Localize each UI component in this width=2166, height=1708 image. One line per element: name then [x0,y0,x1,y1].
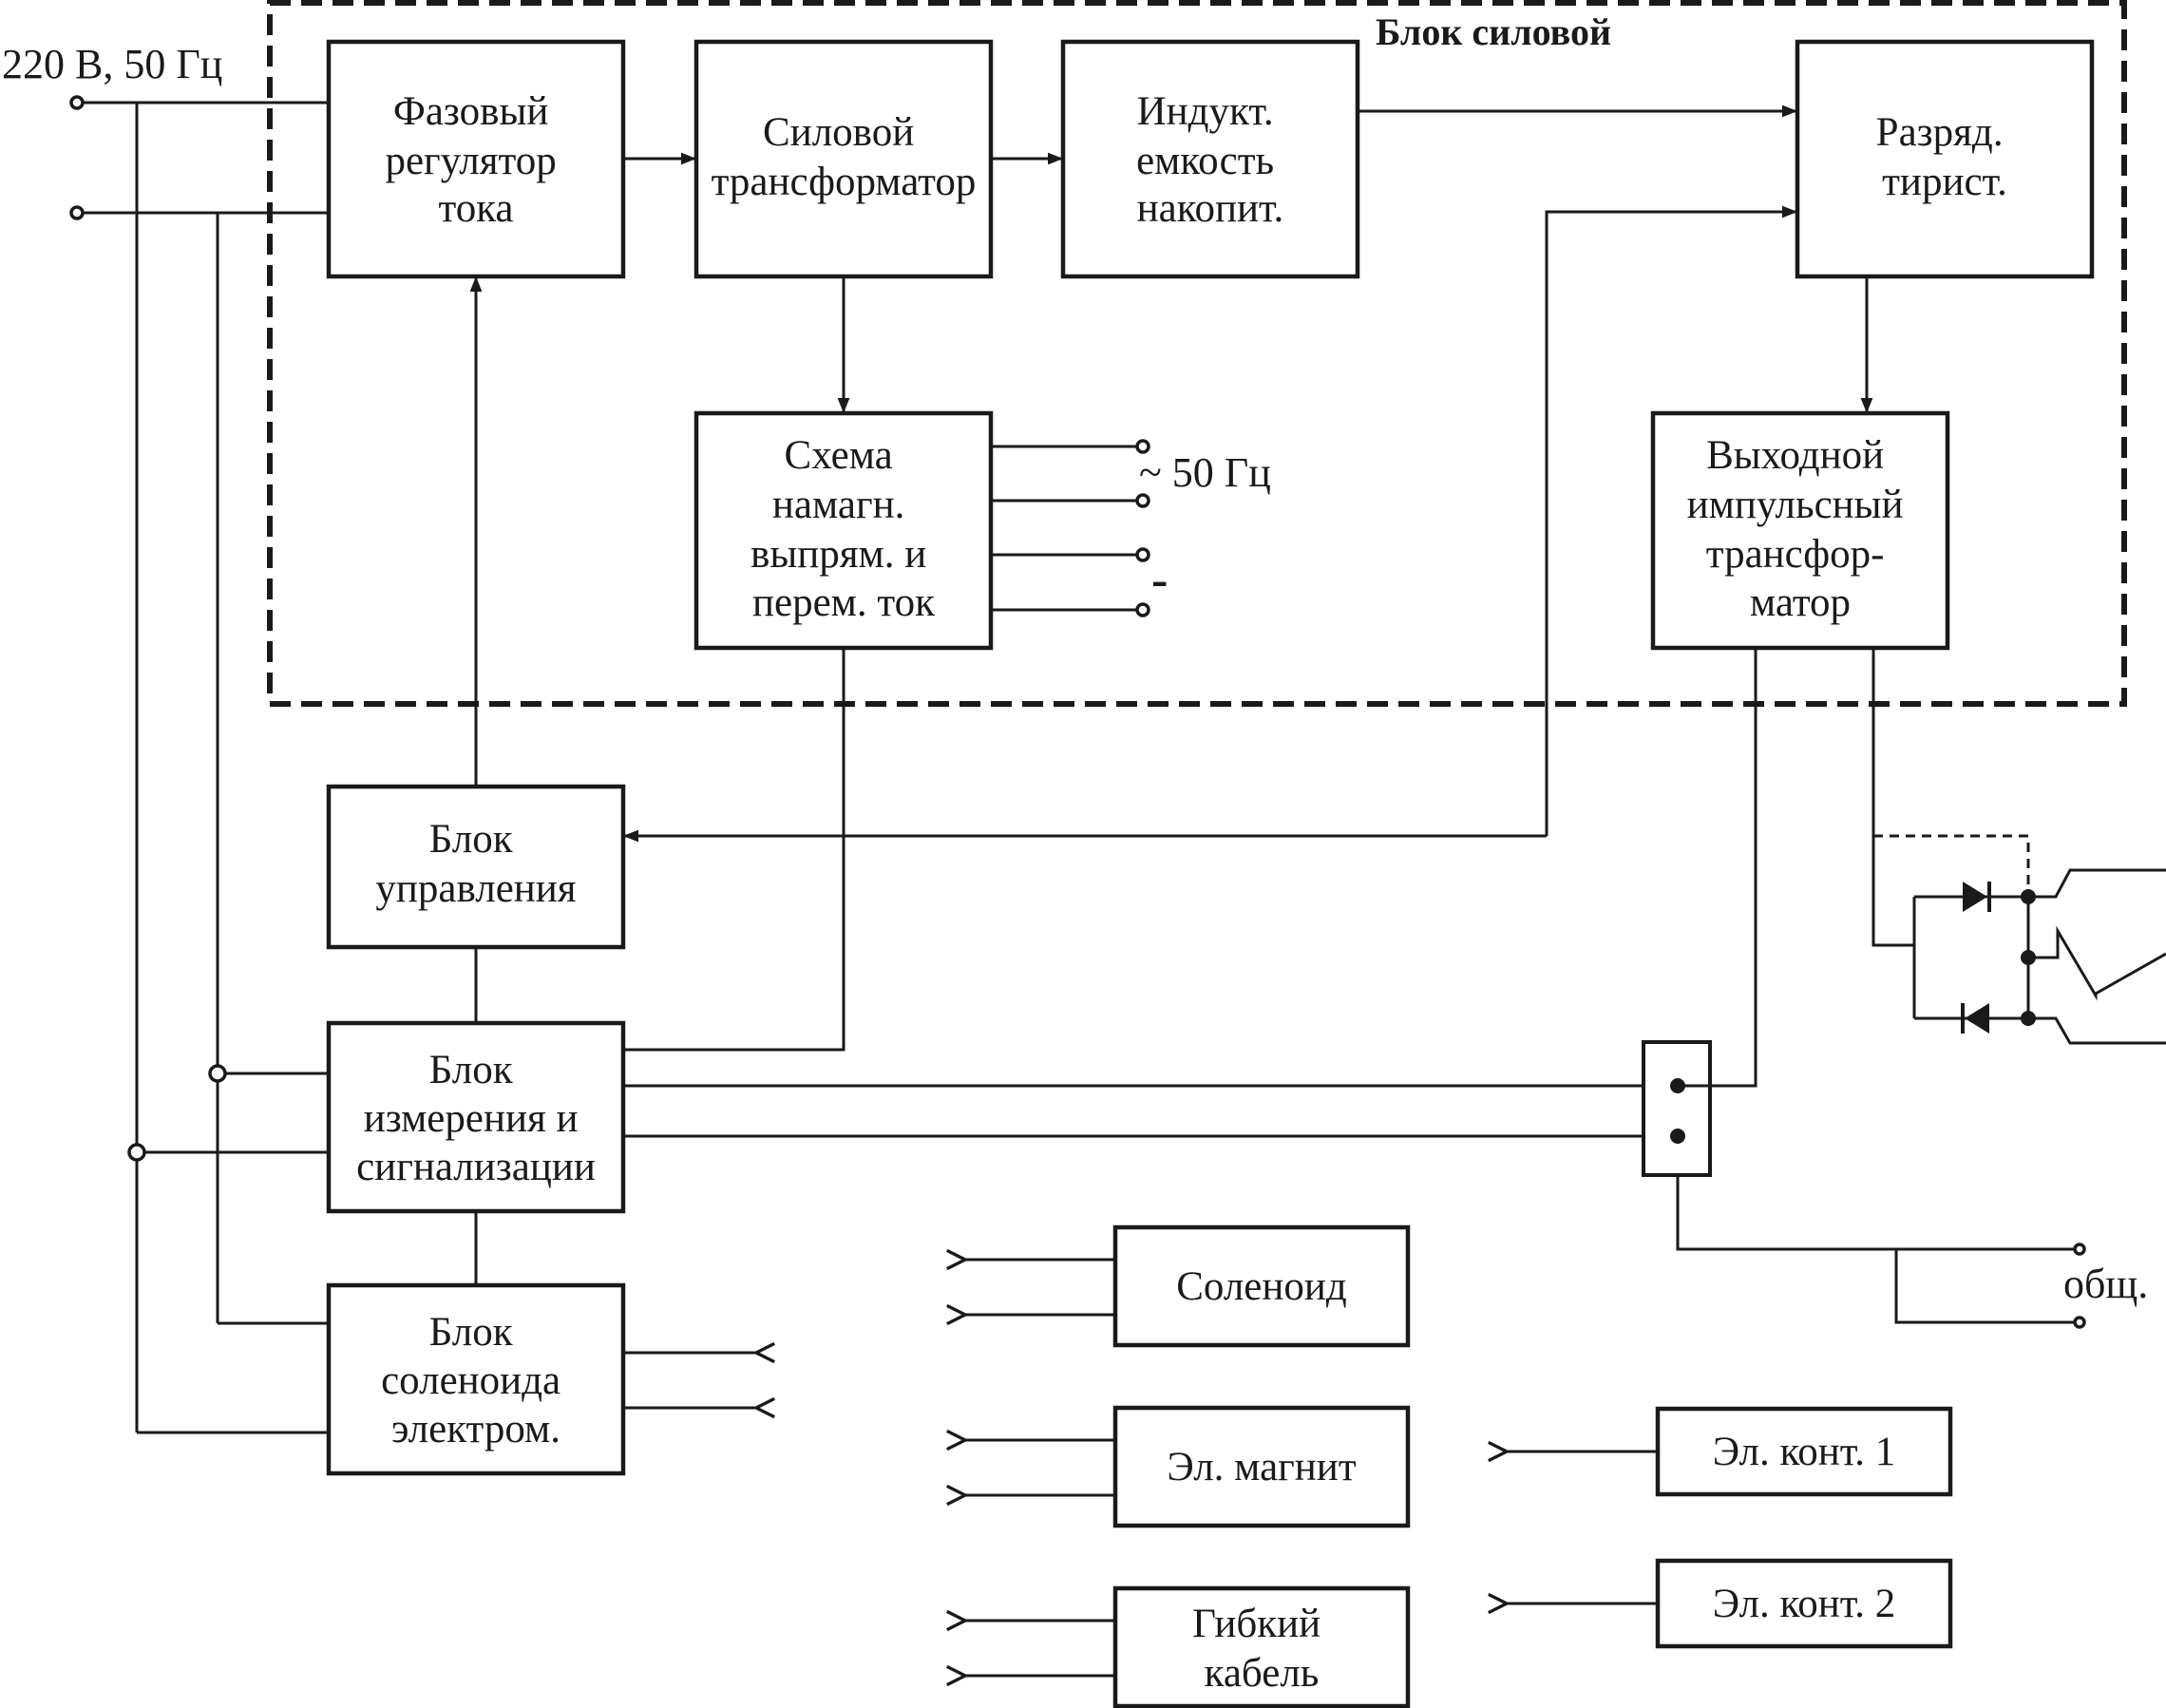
magnetizing-circuit-box [694,410,994,651]
flexible-cable-box [1112,1585,1411,1708]
power-transformer-box [694,39,994,279]
power-transformer-label: Силовой трансформатор [712,110,977,204]
measurement-unit-box [326,1020,626,1214]
solenoid-unit-box [326,1282,626,1476]
el-contact-1-box [1655,1406,1953,1497]
solenoid-box [1112,1224,1411,1348]
input-terminal-2 [69,205,85,220]
flexible-cable-label: Гибкий кабель [1192,1602,1331,1696]
discharge-thyristor-label: Разряд. тирист. [1876,110,2014,204]
ac-output-label: ~ 50 Гц [1139,449,1271,496]
connector [623,648,2086,1329]
flow-connections [469,104,1873,1285]
common-label: общ. [2063,1261,2148,1307]
dc-output-label: - [1151,553,1168,607]
inductive-storage-label: Индукт. емкость накопит. [1136,89,1284,231]
input-voltage-label: 220 В, 50 Гц [2,41,222,87]
el-contact-2-label: Эл. конт. 2 [1713,1582,1896,1626]
input-wires [83,101,329,1434]
inductive-storage-box [1060,39,1360,279]
measurement-unit-label: Блок измерения и сигнализации [356,1048,596,1189]
output-pulse-transformer-box [1650,410,1950,651]
control-unit-label: Блок управления [375,817,576,911]
phase-regulator-label: Фазовый регулятор тока [385,89,566,231]
power-block-frame [267,0,2127,707]
power-block-title: Блок силовой [1376,10,1611,53]
solenoid-label: Соленоид [1176,1264,1347,1309]
magnetizing-outputs [991,439,1150,617]
el-contact-1-label: Эл. конт. 1 [1713,1430,1896,1474]
output-diode-network [1872,648,2166,1045]
solenoid-unit-outputs [623,1353,756,1408]
output-pulse-transformer-label: Выходной импульсный трансфор- матор [1687,433,1914,625]
device-output-arrows [965,1260,1658,1676]
electromagnet-label: Эл. магнит [1167,1445,1356,1490]
solenoid-unit-label: Блок соленоида электром. [381,1310,571,1452]
electromagnet-box [1112,1405,1411,1528]
magnetizing-circuit-label: Схема намагн. выпрям. и перем. ток [750,433,937,625]
discharge-thyristor-box [1795,39,2095,279]
input-terminal-1 [69,95,85,110]
